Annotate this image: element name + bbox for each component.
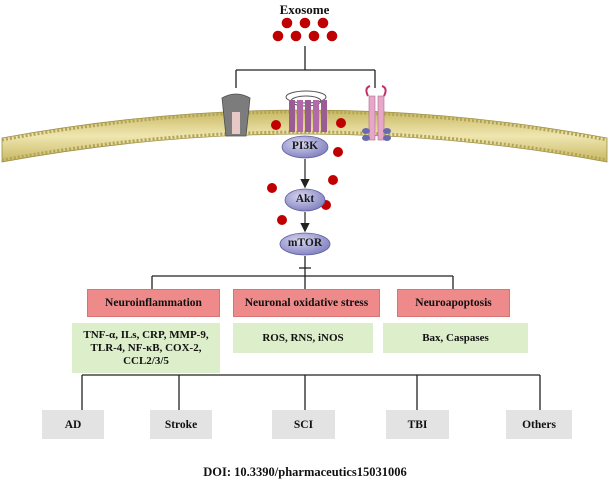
exosome-label: Exosome [279, 2, 330, 17]
category-label: Neuroinflammation [105, 297, 202, 309]
mtor-label: mTOR [287, 237, 323, 249]
pi3k-node [281, 135, 329, 159]
target-item: TNF-α, ILs, CRP, MMP-9, [83, 328, 209, 341]
disease-sci: SCI [272, 410, 335, 439]
disease-connectors [81, 374, 541, 412]
disease-label: Stroke [164, 418, 198, 431]
disease-others: Others [506, 410, 572, 439]
disease-label: TBI [407, 418, 428, 431]
receptor-pink-icon [362, 85, 391, 141]
receptor-grey-icon [221, 93, 251, 137]
exosome-particles [267, 118, 346, 225]
pi3k-label: PI3K [291, 140, 319, 152]
exosome-bracket [235, 46, 376, 88]
doi-caption: DOI: 10.3390/pharmaceutics15031006 [203, 465, 407, 479]
category-neuroapoptosis: Neuroapoptosis [397, 289, 510, 317]
disease-stroke: Stroke [150, 410, 212, 439]
disease-label: Others [522, 418, 556, 431]
cell-membrane [1, 109, 608, 163]
category-neuroinflammation: Neuroinflammation [87, 289, 220, 317]
targets-oxidative-stress: ROS, RNS, iNOS [233, 323, 373, 353]
category-label: Neuronal oxidative stress [244, 297, 369, 309]
target-item: Bax, Caspases [422, 331, 489, 344]
inhibition-line [299, 256, 311, 276]
disease-label: AD [64, 418, 82, 431]
disease-ad: AD [42, 410, 104, 439]
target-item: CCL2/3/5 [123, 354, 169, 367]
targets-neuroapoptosis: Bax, Caspases [383, 323, 528, 353]
target-item: TLR-4, NF-κB, COX-2, [90, 341, 202, 354]
category-connectors [151, 275, 454, 290]
mtor-node [279, 232, 331, 256]
receptor-purple-icon [285, 90, 327, 132]
category-label: Neuroapoptosis [415, 297, 492, 309]
category-oxidative-stress: Neuronal oxidative stress [233, 289, 380, 317]
disease-tbi: TBI [386, 410, 449, 439]
akt-label: Akt [295, 193, 315, 205]
exosome-dots [272, 17, 338, 42]
disease-label: SCI [293, 418, 314, 431]
target-item: ROS, RNS, iNOS [262, 331, 344, 344]
akt-node [284, 188, 326, 212]
targets-neuroinflammation: TNF-α, ILs, CRP, MMP-9, TLR-4, NF-κB, CO… [72, 323, 220, 373]
